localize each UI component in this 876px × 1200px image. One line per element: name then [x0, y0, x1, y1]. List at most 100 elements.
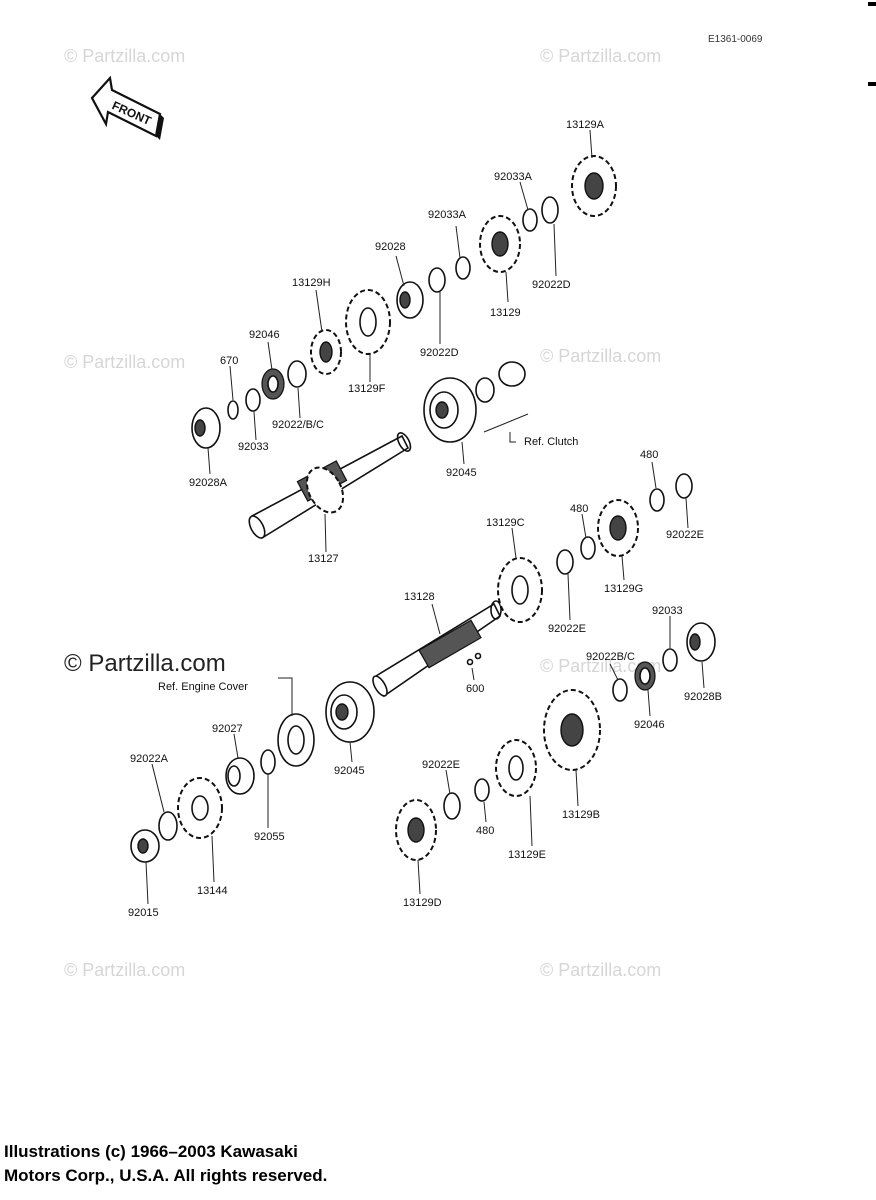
part-480-c: [474, 778, 490, 802]
part-92022E-mid: [556, 549, 574, 575]
label-92028: 92028: [375, 241, 406, 253]
part-13129A: [571, 155, 617, 217]
shaft-13128: [372, 600, 502, 698]
partzilla-watermark: © Partzilla.com: [64, 650, 226, 677]
part-92033A-upper: [522, 208, 538, 232]
clutch-ref-line: [483, 413, 529, 433]
clutch-ref-line-2: [509, 432, 516, 443]
label-92022BC-lower: 92022B/C: [586, 651, 635, 663]
label-92033-upper: 92033: [238, 441, 269, 453]
part-92027: [225, 757, 255, 795]
part-670: [227, 400, 239, 420]
watermark-top-right: © Partzilla.com: [540, 46, 661, 66]
watermark-top-left: © Partzilla.com: [64, 46, 185, 66]
watermark-mid-left: © Partzilla.com: [64, 352, 185, 372]
label-ref-clutch: Ref. Clutch: [524, 436, 578, 448]
label-92022E-mid: 92022E: [548, 623, 586, 635]
part-92022D-lower: [428, 267, 446, 293]
label-92027: 92027: [212, 723, 243, 735]
part-92022E-low: [443, 792, 461, 820]
label-13129B: 13129B: [562, 809, 600, 821]
part-480-a: [649, 488, 665, 512]
copyright-notice: Illustrations (c) 1966–2003 Kawasaki Mot…: [4, 1140, 604, 1188]
part-13129G: [597, 499, 639, 557]
label-13129F: 13129F: [348, 383, 386, 395]
label-92033-lower: 92033: [652, 605, 683, 617]
diagram-code: E1361-0069: [708, 34, 763, 45]
label-13128: 13128: [404, 591, 435, 603]
label-480-b: 480: [570, 503, 588, 515]
part-13129F: [345, 289, 391, 355]
label-92022E-low: 92022E: [422, 759, 460, 771]
copyright-line-1: Illustrations (c) 1966–2003 Kawasaki: [4, 1142, 298, 1161]
label-92046-upper: 92046: [249, 329, 280, 341]
label-92022BC-upper: 92022/B/C: [272, 419, 324, 431]
part-92022D-upper: [541, 196, 559, 224]
part-92028B: [686, 622, 716, 662]
part-13129E: [495, 739, 537, 797]
part-92015: [130, 829, 160, 863]
watermark-bottom-left: © Partzilla.com: [64, 960, 185, 980]
part-13129C: [497, 557, 543, 623]
label-92022A: 92022A: [130, 753, 169, 765]
label-13129: 13129: [490, 307, 521, 319]
shaft-13127: [248, 432, 412, 540]
label-92046-lower: 92046: [634, 719, 665, 731]
part-92022A: [158, 811, 178, 841]
part-600: [466, 652, 482, 666]
part-92022E-right: [675, 473, 693, 499]
watermark-bottom-right: © Partzilla.com: [540, 960, 661, 980]
part-92022BC-upper: [287, 360, 307, 388]
label-92055: 92055: [254, 831, 285, 843]
label-92022D-lower: 92022D: [420, 347, 459, 359]
watermark-lower-right: © Partzilla.com: [540, 656, 661, 676]
part-92046-upper: [261, 368, 285, 400]
part-92028A: [191, 407, 221, 449]
part-13129H: [310, 329, 342, 375]
label-13127: 13127: [308, 553, 339, 565]
label-13129D: 13129D: [403, 897, 442, 909]
edge-mark-upper: [868, 82, 876, 86]
label-13129A: 13129A: [566, 119, 605, 131]
part-92055: [260, 749, 276, 775]
label-92045-upper: 92045: [446, 467, 477, 479]
engine-cover-ref-line: [278, 677, 293, 716]
part-92033-upper: [245, 388, 261, 412]
label-13129G: 13129G: [604, 583, 643, 595]
part-92045-lower: [325, 681, 375, 743]
part-92046-lower: [634, 661, 656, 691]
label-ref-engine-cover: Ref. Engine Cover: [158, 681, 248, 693]
engine-cover-seal: [277, 713, 315, 767]
label-13129E: 13129E: [508, 849, 546, 861]
label-92015: 92015: [128, 907, 159, 919]
part-92045-upper: [423, 377, 477, 443]
label-92045-lower: 92045: [334, 765, 365, 777]
label-92033A-lower: 92033A: [428, 209, 467, 221]
clutch-nut: [498, 361, 526, 387]
front-arrow-icon: FRONT: [90, 75, 164, 140]
label-600: 600: [466, 683, 484, 695]
part-92028: [396, 281, 424, 319]
label-92022D-upper: 92022D: [532, 279, 571, 291]
label-92022E-right: 92022E: [666, 529, 704, 541]
part-13129D: [395, 799, 437, 861]
label-670: 670: [220, 355, 238, 367]
label-13129H: 13129H: [292, 277, 331, 289]
copyright-line-2: Motors Corp., U.S.A. All rights reserved…: [4, 1166, 328, 1185]
label-92028A: 92028A: [189, 477, 228, 489]
part-13144: [177, 777, 223, 839]
watermark-mid-right: © Partzilla.com: [540, 346, 661, 366]
part-92033A-lower: [455, 256, 471, 280]
part-13129: [479, 215, 521, 273]
label-92028B: 92028B: [684, 691, 722, 703]
label-92033A-upper: 92033A: [494, 171, 533, 183]
part-92033-lower: [662, 648, 678, 672]
edge-mark-top: [868, 2, 876, 6]
clutch-ring: [475, 377, 495, 403]
label-13144: 13144: [197, 885, 228, 897]
label-480-c: 480: [476, 825, 494, 837]
label-13129C: 13129C: [486, 517, 525, 529]
part-480-b: [580, 536, 596, 560]
label-480-a: 480: [640, 449, 658, 461]
